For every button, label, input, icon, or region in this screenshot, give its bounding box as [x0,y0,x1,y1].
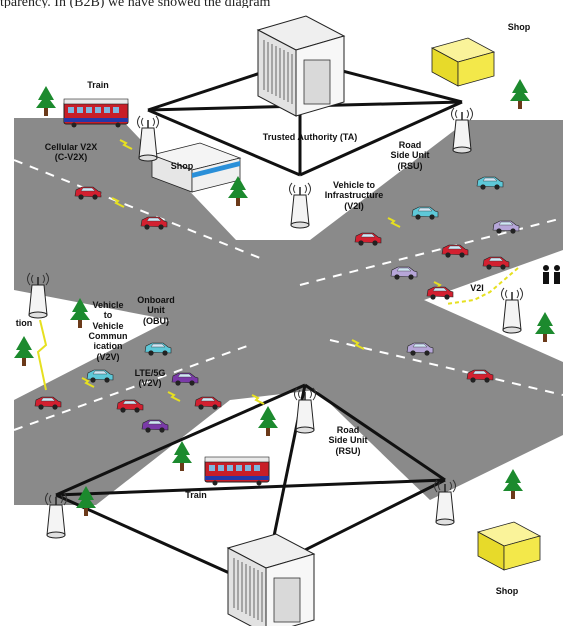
train-label-top: Train [78,80,118,90]
train-label-bottom: Train [176,490,216,500]
shop-label-top-right: Shop [501,22,537,32]
rsu-label-bottom: Road Side Unit (RSU) [318,425,378,456]
cutoff-label-left: tion [10,318,38,328]
cv2x-label: Cellular V2X (C-V2X) [36,142,106,163]
shop-bottom-right-icon [478,522,540,570]
lte-5g-label: LTE/5G (V2V) [120,368,180,389]
tree-icon [535,312,555,342]
tree-icon [510,79,530,109]
train-bottom-icon [205,457,269,486]
pedestrians-icon [543,265,560,284]
tree-icon [14,336,34,366]
ta-label-top: Trusted Authority (TA) [255,132,365,142]
tree-icon [503,469,523,499]
train-top-icon [64,99,128,128]
tree-icon [36,86,56,116]
trusted-authority-server-top [258,16,344,116]
v2i-label-upper: Vehicle to Infrastructure (V2I) [314,180,394,211]
rsu-top-icon [290,183,311,228]
cell-tower-right-icon [502,288,523,333]
shop-top-right-icon [432,38,494,86]
tree-icon [258,406,278,436]
rsu-bottom-icon [295,388,316,433]
obu-label: Onboard Unit (OBU) [126,295,186,326]
tree-icon [172,441,192,471]
cell-tower-top-left-icon [138,116,159,161]
v2i-label-right: V2I [462,283,492,293]
trusted-authority-server-bottom [228,534,314,626]
shop-label-top-left: Shop [165,161,199,171]
shop-label-bottom-right: Shop [489,586,525,596]
rsu-label-top: Road Side Unit (RSU) [380,140,440,171]
cell-tower-top-right-icon [452,108,473,153]
